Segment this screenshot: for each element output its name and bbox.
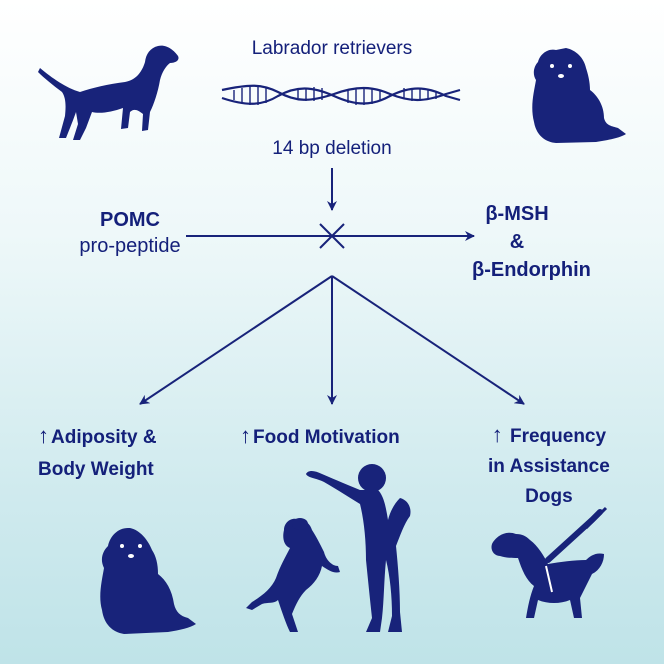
dna-helix-icon — [221, 84, 461, 105]
arrow-to-adiposity — [139, 275, 333, 405]
sitting-obese-dog-icon — [532, 48, 626, 143]
product-joiner: & — [509, 231, 525, 253]
outcome-food-line1: Food Motivation — [253, 427, 400, 448]
arrow-to-assistance — [331, 275, 525, 405]
outcome-assistance: ↑ Frequency in Assistance Dogs — [488, 420, 610, 512]
up-arrow-icon: ↑ — [240, 423, 251, 448]
standing-dog-icon — [38, 45, 179, 140]
page-title: Labrador retrievers — [251, 38, 413, 59]
product-first: β-MSH — [485, 203, 549, 225]
jumping-dog-icon — [246, 518, 340, 632]
person-icon — [306, 464, 411, 632]
sitting-obese-dog-icon — [100, 528, 196, 634]
outcome-assistance-line1: Frequency — [509, 426, 607, 447]
outcome-adiposity: ↑Adiposity & Body Weight — [38, 420, 157, 486]
outcome-adiposity-line1: Adiposity & — [51, 427, 157, 448]
guide-dog-icon — [491, 506, 608, 618]
cleavage-cross-icon — [319, 223, 345, 249]
up-arrow-icon: ↑ — [491, 422, 503, 447]
product-second: β-Endorphin — [472, 259, 591, 281]
outcome-assistance-line2: in Assistance — [488, 456, 610, 477]
outcome-food-motivation: ↑Food Motivation — [240, 420, 400, 454]
precursor-label: POMC pro-peptide — [60, 207, 200, 259]
mutation-label: 14 bp deletion — [272, 138, 392, 159]
outcome-adiposity-line2: Body Weight — [38, 459, 154, 480]
outcome-assistance-line3: Dogs — [525, 486, 573, 507]
up-arrow-icon: ↑ — [38, 423, 49, 448]
products-label: β-MSH & β-Endorphin — [472, 200, 591, 284]
precursor-type: pro-peptide — [79, 235, 181, 257]
precursor-name: POMC — [100, 209, 160, 231]
